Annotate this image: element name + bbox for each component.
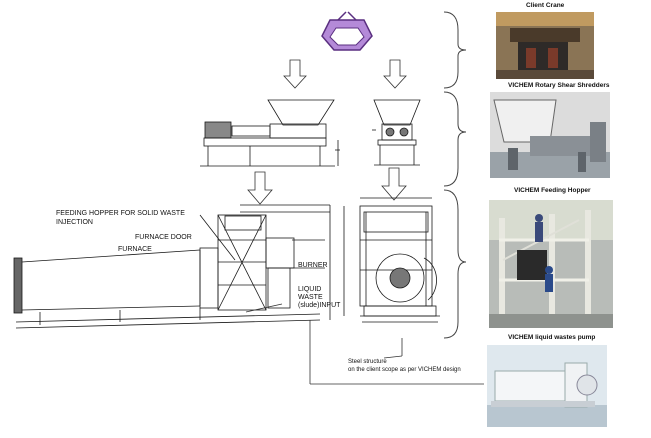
label-injection: INJECTION <box>56 219 93 226</box>
hopper-front-elevation <box>343 197 440 323</box>
shredder-photo <box>490 92 610 178</box>
arrow-down-icon <box>283 59 307 89</box>
shredder-front-view <box>372 99 421 166</box>
crane-grab-icon <box>321 11 373 51</box>
steel-callout <box>245 303 484 385</box>
caption-shredders: VICHEM Rotary Shear Shredders <box>508 82 610 89</box>
label-client-scope: on the client scope as per VICHEM design <box>348 367 461 373</box>
brace-connector <box>443 11 467 339</box>
arrow-down-icon <box>383 59 407 89</box>
label-furnace-door: FURNACE DOOR <box>135 234 192 241</box>
client-crane-photo <box>496 12 594 79</box>
caption-client-crane: Client Crane <box>526 2 565 9</box>
label-slude-input: (slude)INPUT <box>298 302 341 309</box>
label-feeding-hopper: FEEDING HOPPER FOR SOLID WASTE <box>56 210 185 217</box>
liquid-pump-photo <box>487 345 607 427</box>
furnace-side-elevation <box>13 204 331 329</box>
caption-pump: VICHEM liquid wastes pump <box>508 334 596 341</box>
arrow-down-icon <box>247 171 273 205</box>
label-furnace: FURNACE <box>118 246 152 253</box>
feeding-hopper-photo <box>489 200 613 328</box>
caption-feeding-hopper: VICHEM Feeding Hopper <box>514 187 591 194</box>
label-liquid: LIQUID <box>298 286 322 293</box>
shredder-side-view <box>200 99 340 167</box>
label-burner: BURNER <box>298 262 328 269</box>
arrow-down-icon <box>381 167 407 201</box>
label-waste: WASTE <box>298 294 323 301</box>
label-steel-structure: Steel structure <box>348 359 387 365</box>
